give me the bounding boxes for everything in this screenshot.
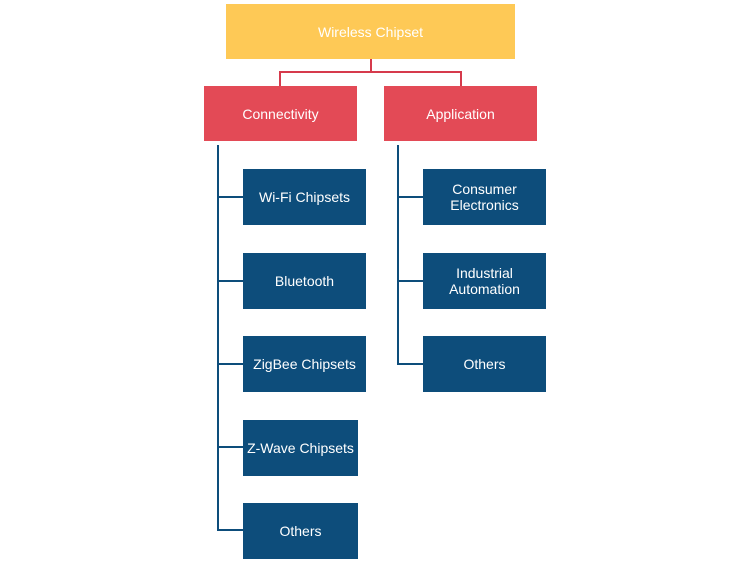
application-item-label: Industrial Automation	[449, 265, 520, 297]
root-connector-bar	[279, 71, 462, 73]
application-item-industrial-automation: Industrial Automation	[423, 253, 546, 309]
application-item-label: Others	[463, 356, 506, 372]
application-item-others: Others	[423, 336, 546, 392]
application-branch-3	[397, 363, 423, 365]
application-item-consumer-electronics: Consumer Electronics	[423, 169, 546, 225]
connectivity-item-label: Others	[279, 523, 322, 539]
application-branch-2	[397, 280, 423, 282]
application-branch-1	[397, 196, 423, 198]
connectivity-branch-3	[217, 363, 243, 365]
root-connector-stem	[370, 59, 372, 72]
connectivity-item-label: ZigBee Chipsets	[253, 356, 356, 372]
connectivity-item-bluetooth: Bluetooth	[243, 253, 366, 309]
connectivity-item-label: Z-Wave Chipsets	[247, 440, 354, 456]
category-application-label: Application	[426, 105, 495, 122]
root-connector-left-drop	[279, 71, 281, 86]
connectivity-branch-2	[217, 280, 243, 282]
connectivity-item-zwave: Z-Wave Chipsets	[243, 420, 358, 476]
connectivity-item-zigbee: ZigBee Chipsets	[243, 336, 366, 392]
root-label: Wireless Chipset	[317, 23, 424, 40]
category-application: Application	[384, 86, 537, 141]
category-connectivity-label: Connectivity	[242, 105, 319, 122]
connectivity-item-wifi: Wi-Fi Chipsets	[243, 169, 366, 225]
root-node: Wireless Chipset	[226, 4, 515, 59]
root-connector-right-drop	[460, 71, 462, 86]
connectivity-item-label: Bluetooth	[274, 273, 335, 289]
connectivity-branch-1	[217, 196, 243, 198]
connectivity-trunk	[217, 145, 219, 531]
category-connectivity: Connectivity	[204, 86, 357, 141]
application-trunk	[397, 145, 399, 365]
connectivity-branch-4	[217, 446, 243, 448]
connectivity-branch-5	[217, 529, 243, 531]
application-item-label: Consumer Electronics	[450, 181, 519, 213]
connectivity-item-others: Others	[243, 503, 358, 559]
connectivity-item-label: Wi-Fi Chipsets	[258, 189, 350, 205]
